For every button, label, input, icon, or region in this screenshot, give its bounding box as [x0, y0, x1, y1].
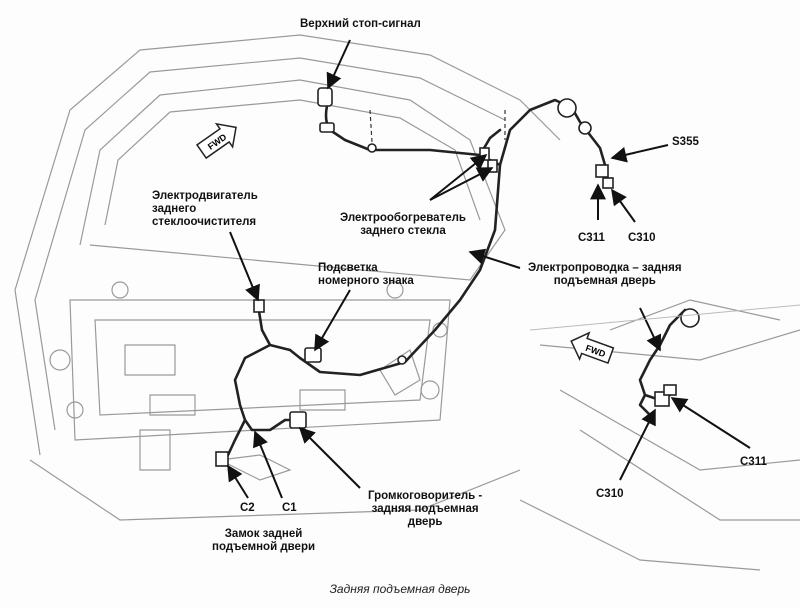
- label-liftgate-latch-line1: Замок задней: [224, 528, 303, 540]
- label-liftgate-wiring-line2: подъемная дверь: [553, 275, 656, 287]
- label-rear-defroster-line2: заднего стекла: [360, 225, 446, 237]
- label-speaker: Громкоговоритель - задняя подъемная двер…: [368, 490, 482, 529]
- fwd-arrow-right: FWD: [570, 331, 615, 365]
- label-c2: C2: [240, 502, 255, 514]
- label-wiper-motor: Электродвигатель заднего стеклоочистител…: [152, 190, 258, 229]
- label-c310-top: C310: [628, 232, 656, 244]
- label-license-lamp-line2: номерного знака: [318, 275, 414, 287]
- label-liftgate-wiring: Электропроводка – задняя подъемная дверь: [528, 262, 682, 288]
- label-wiper-motor-line2: заднего: [152, 203, 197, 215]
- label-liftgate-latch-line2: подъемной двери: [212, 541, 316, 553]
- figure-caption: Задняя подъемная дверь: [329, 582, 471, 596]
- liftgate-outline: [14, 34, 800, 571]
- label-speaker-line1: Громкоговоритель -: [368, 490, 483, 502]
- label-wiper-motor-line3: стеклоочистителя: [152, 216, 257, 228]
- dashed-leaders: [369, 109, 506, 143]
- label-license-lamp-line1: Подсветка: [318, 262, 378, 274]
- label-c1: C1: [282, 502, 297, 514]
- label-c311-right: C311: [740, 456, 767, 468]
- fwd-arrow-left: FWD: [195, 122, 237, 160]
- leader-lines: [227, 39, 751, 499]
- label-c310-right: C310: [596, 488, 624, 500]
- connectors: [215, 87, 700, 467]
- label-c311-top: C311: [578, 232, 605, 244]
- label-liftgate-latch: Замок задней подъемной двери: [212, 528, 315, 554]
- label-rear-defroster-line1: Электрообогреватель: [340, 212, 466, 224]
- label-speaker-line2: задняя подъемная: [371, 503, 479, 515]
- label-wiper-motor-line1: Электродвигатель: [152, 190, 258, 202]
- inset-frame: [529, 304, 800, 331]
- label-upper-brake-light: Верхний стоп-сигнал: [300, 18, 421, 30]
- label-liftgate-wiring-line1: Электропроводка – задняя: [528, 262, 682, 274]
- label-speaker-line3: дверь: [407, 516, 443, 528]
- label-rear-defroster: Электрообогреватель заднего стекла: [340, 212, 466, 238]
- label-s355: S355: [672, 136, 699, 148]
- label-license-lamp: Подсветка номерного знака: [318, 262, 414, 288]
